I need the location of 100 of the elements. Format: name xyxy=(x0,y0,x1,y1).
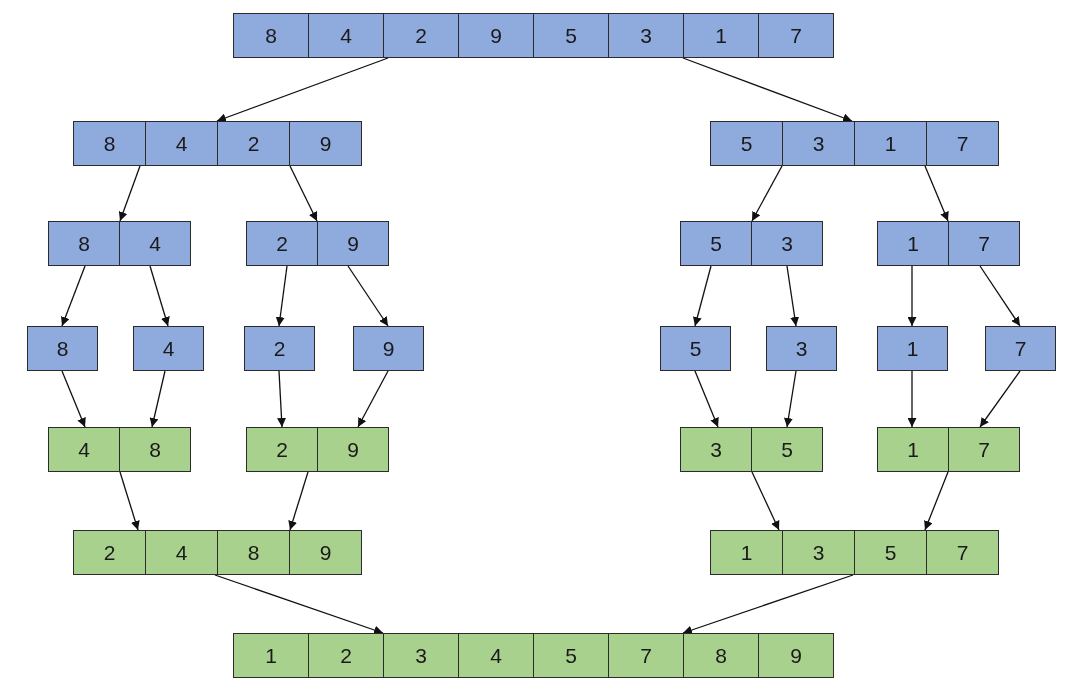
array-cell: 8 xyxy=(119,428,190,471)
array-cell-text: 1 xyxy=(739,539,754,566)
array-row xyxy=(244,326,315,371)
arrow xyxy=(357,370,389,428)
array-cell: 5 xyxy=(533,14,608,57)
array-row xyxy=(246,221,389,266)
array-cell: 4 xyxy=(145,122,217,165)
array-cell-text: 5 xyxy=(688,335,703,362)
arrow xyxy=(61,265,86,327)
array-cell: 8 xyxy=(217,531,289,574)
array-row xyxy=(246,427,389,472)
array-cell-text: 1 xyxy=(906,230,920,257)
array-cell: 7 xyxy=(926,531,998,574)
array-row xyxy=(877,221,1020,266)
arrow xyxy=(149,370,166,428)
array-cell-text: 7 xyxy=(1013,335,1028,362)
array-cell: 5 xyxy=(751,428,822,471)
arrow xyxy=(924,165,949,222)
array-row xyxy=(660,326,731,371)
array-cell: 4 xyxy=(119,222,190,265)
arrow xyxy=(751,165,783,222)
array-cell: 8 xyxy=(683,634,758,677)
arrow xyxy=(119,471,140,531)
arrow xyxy=(907,265,917,327)
array-row xyxy=(680,427,823,472)
arrow xyxy=(751,471,780,531)
arrow xyxy=(289,165,318,222)
arrow xyxy=(907,370,917,428)
array-row xyxy=(233,13,834,58)
arrow xyxy=(275,265,288,327)
array-cell-text: 8 xyxy=(264,22,278,49)
array-row xyxy=(985,326,1056,371)
array-cell: 9 xyxy=(317,428,388,471)
array-cell-text: 8 xyxy=(55,335,70,362)
array-cell: 4 xyxy=(145,531,217,574)
array-row xyxy=(877,427,1020,472)
array-cell-text: 2 xyxy=(102,539,117,566)
array-row xyxy=(353,326,424,371)
array-cell: 5 xyxy=(533,634,608,677)
array-row xyxy=(766,326,837,371)
arrow xyxy=(924,471,949,531)
arrow xyxy=(214,574,384,635)
array-cell: 7 xyxy=(948,222,1019,265)
array-row xyxy=(710,530,999,575)
arrow xyxy=(979,370,1021,428)
array-cell: 4 xyxy=(458,634,533,677)
array-cell: 3 xyxy=(608,14,683,57)
array-cell-text: 3 xyxy=(794,335,809,362)
arrow xyxy=(694,370,719,428)
arrow xyxy=(784,370,797,428)
arrow xyxy=(682,57,853,123)
arrow xyxy=(979,265,1021,327)
array-cell: 3 xyxy=(782,531,854,574)
array-cell: 2 xyxy=(217,122,289,165)
arrow xyxy=(118,165,141,222)
array-cell-text: 5 xyxy=(709,230,723,257)
array-row xyxy=(710,121,999,166)
arrow xyxy=(347,265,389,327)
array-row xyxy=(48,221,191,266)
array-cell: 2 xyxy=(308,634,383,677)
array-row xyxy=(233,633,834,678)
array-cell-text: 8 xyxy=(77,230,91,257)
array-cell-text: 9 xyxy=(381,335,396,362)
array-cell: 7 xyxy=(758,14,833,57)
array-row xyxy=(73,121,362,166)
arrow xyxy=(61,370,86,428)
array-cell-text: 1 xyxy=(906,436,920,463)
array-cell: 9 xyxy=(458,14,533,57)
array-cell-text: 2 xyxy=(272,335,287,362)
array-cell: 4 xyxy=(308,14,383,57)
array-cell: 9 xyxy=(758,634,833,677)
arrow xyxy=(682,574,854,635)
array-cell: 3 xyxy=(751,222,822,265)
array-cell: 9 xyxy=(317,222,388,265)
arrow xyxy=(216,57,389,123)
arrow xyxy=(288,471,309,531)
array-cell: 3 xyxy=(782,122,854,165)
array-cell-text: 2 xyxy=(275,230,289,257)
arrow xyxy=(277,370,286,428)
array-cell: 2 xyxy=(383,14,458,57)
array-cell-text: 3 xyxy=(709,436,723,463)
arrow xyxy=(786,265,800,327)
array-row xyxy=(680,221,823,266)
array-row xyxy=(133,326,204,371)
array-row xyxy=(73,530,362,575)
array-cell-text: 1 xyxy=(264,642,278,669)
array-cell: 1 xyxy=(854,122,926,165)
array-row xyxy=(48,427,191,472)
array-cell: 9 xyxy=(289,531,361,574)
array-cell: 7 xyxy=(926,122,998,165)
array-cell-text: 2 xyxy=(275,436,289,463)
array-cell-text: 4 xyxy=(77,436,91,463)
array-cell-text: 8 xyxy=(102,130,117,157)
array-cell-text: 1 xyxy=(905,335,920,362)
array-row xyxy=(27,326,98,371)
arrow xyxy=(149,265,170,327)
array-cell-text: 4 xyxy=(161,335,176,362)
array-cell-text: 5 xyxy=(739,130,754,157)
array-row xyxy=(877,326,948,371)
array-cell: 3 xyxy=(383,634,458,677)
